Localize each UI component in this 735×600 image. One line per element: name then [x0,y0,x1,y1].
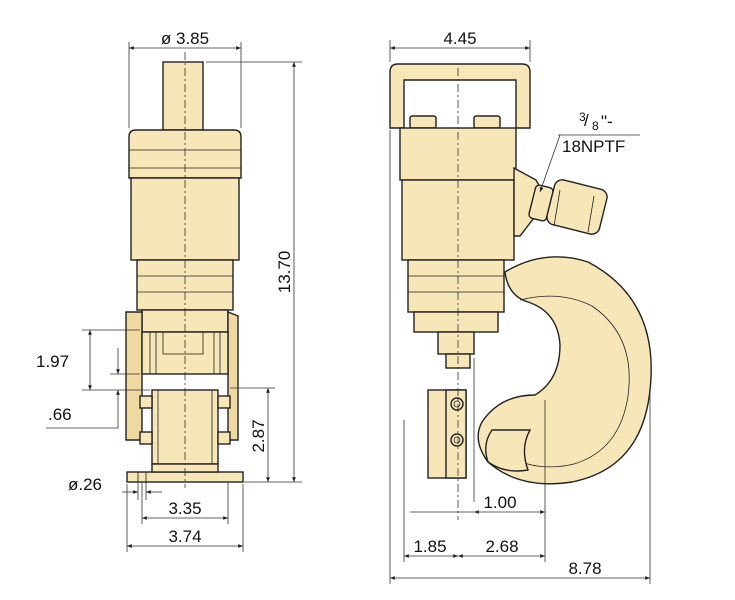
side-view [389,63,652,520]
bolt-1 [139,395,153,409]
die-screw-bottom [450,433,464,447]
dim-total-height: 13.70 [275,251,294,294]
dim-268: 2.68 [485,537,518,556]
punch-top [437,331,475,355]
hydraulic-fitting [528,179,608,235]
side-lower-lines [408,275,504,293]
die-screw-top [450,397,464,411]
bolt-2 [139,431,153,445]
jaw-inner-edge [511,295,630,468]
dim-100: 1.00 [483,493,516,512]
handle-bolt-right [473,115,501,129]
base-hole [137,472,147,482]
dim-197: 1.97 [36,352,69,371]
right-plate [227,310,239,441]
thread-spec: 18NPTF [562,137,625,156]
frame-ribs [149,332,221,374]
dim-878: 8.78 [568,559,601,578]
left-dimensions: ø 3.85 13.70 1.97 .66 2.87 ø.26 3.35 [36,29,302,552]
thread-fraction-slash: / [584,111,589,130]
jaw-tip [485,429,532,472]
dim-hole-diameter: ø.26 [68,475,102,494]
right-dimensions: 4.45 3 / 8 "- 18NPTF 1.00 1.85 2.68 8.78 [389,29,651,584]
dim-374: 3.74 [168,527,201,546]
dim-335: 3.35 [168,499,201,518]
dim-445: 4.45 [443,29,476,48]
dim-287: 2.87 [249,419,268,452]
dim-top-diameter: ø 3.85 [161,29,209,48]
carry-handle [389,63,531,129]
thread-suffix: "- [601,112,613,131]
dim-066: .66 [48,405,72,424]
bolt-3 [217,395,231,409]
piston-rod [162,61,204,131]
thread-fraction-den: 8 [592,119,599,133]
bolt-4 [217,431,231,445]
side-neck [413,311,499,333]
thread-fraction-num: 3 [579,110,586,124]
left-plate [125,311,143,441]
side-cylinder-lower [407,259,505,313]
frame-window [162,331,204,355]
cylinder-lower [136,259,234,311]
dim-185: 1.85 [413,537,446,556]
front-view [125,52,244,488]
thread-callout: 3 / 8 "- 18NPTF [539,110,640,193]
handle-bolt-left [409,115,437,129]
